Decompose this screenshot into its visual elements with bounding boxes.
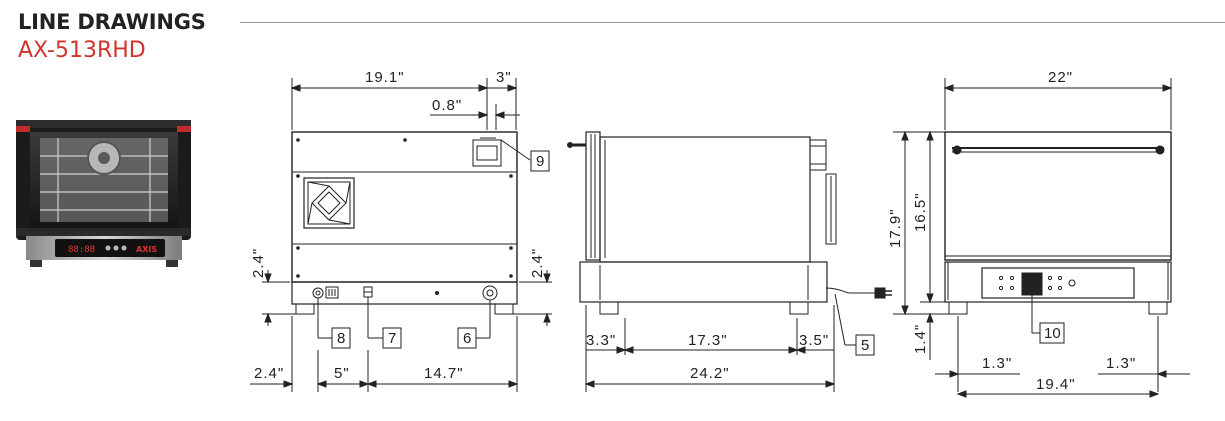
section-title: LINE DRAWINGS [18, 10, 206, 34]
oven-brand: AXIS [136, 245, 157, 254]
rear-small-offset-dim: 0.8" [432, 97, 462, 114]
side-overall-dim: 24.2" [690, 365, 730, 382]
oven-photo: 88:88 AXIS [16, 120, 191, 267]
callout-10: 10 [1044, 325, 1061, 342]
front-left-offset-dim: 1.3" [982, 355, 1012, 372]
title-rule [240, 22, 1225, 23]
rear-bottom-left-dim: 2.4" [254, 365, 284, 382]
rear-view: 19.1" 3" 0.8" 9 [250, 69, 552, 392]
side-right-dim: 3.5" [799, 332, 829, 349]
rear-bottom-mid-dim: 5" [334, 365, 350, 382]
model-number: AX-513RHD [18, 38, 146, 63]
front-right-offset-dim: 1.3" [1106, 355, 1136, 372]
oven-display: 88:88 [68, 245, 95, 255]
front-view: 22" 10 17.9" [887, 69, 1190, 398]
rear-left-height-dim: 2.4" [250, 248, 267, 278]
callout-9: 9 [536, 153, 544, 170]
callout-8: 8 [337, 330, 345, 347]
side-view: 5 3.3" 17.3" 3.5" 24.2" [567, 131, 892, 392]
callout-7: 7 [388, 330, 396, 347]
callout-6: 6 [463, 330, 471, 347]
front-total-height-dim: 17.9" [887, 208, 904, 248]
rear-bottom-right-dim: 14.7" [424, 365, 464, 382]
rear-width-dim: 19.1" [365, 69, 405, 86]
side-left-dim: 3.3" [586, 332, 616, 349]
front-foot-height-dim: 1.4" [912, 324, 929, 354]
rear-right-height-dim: 2.4" [529, 248, 546, 278]
callout-5: 5 [861, 337, 869, 354]
front-feet-span-dim: 19.4" [1036, 376, 1076, 393]
side-middle-dim: 17.3" [688, 332, 728, 349]
front-width-dim: 22" [1048, 69, 1073, 86]
front-body-height-dim: 16.5" [912, 192, 929, 232]
rear-side-offset-dim: 3" [496, 69, 512, 86]
